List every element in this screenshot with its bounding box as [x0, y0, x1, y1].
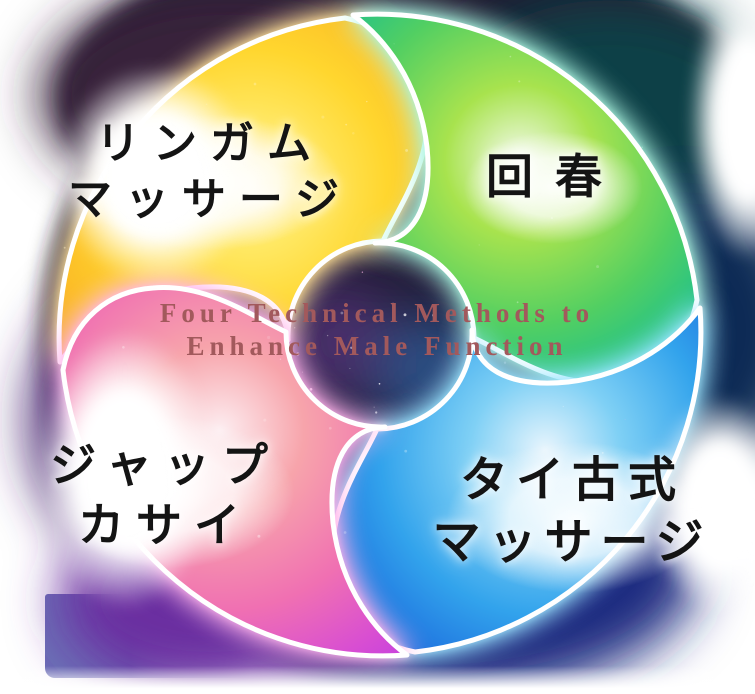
halo-kaishun [438, 115, 668, 260]
label-line: 回春 [486, 152, 624, 204]
halo-japkasai [10, 395, 330, 590]
label-line: タイ古式 [459, 454, 684, 507]
center-title-line2: Enhance Male Function [186, 330, 568, 361]
label-line: マッサージ [67, 175, 353, 225]
center-title: Four Technical Methods to Enhance Male F… [77, 297, 677, 363]
halo-thai [410, 420, 740, 615]
label-jap-kasai: ジャップ カサイ [0, 436, 330, 556]
label-line: ジャップ [50, 440, 280, 491]
center-title-line1: Four Technical Methods to [159, 298, 595, 328]
halo-lingam [40, 95, 380, 270]
bottom-fade [0, 666, 755, 694]
center-hole-purple [280, 284, 396, 400]
label-kaishun: 回春 [440, 150, 670, 206]
label-lingam-massage: リンガム マッサージ [25, 116, 395, 229]
label-thai-massage: タイ古式 マッサージ [402, 450, 742, 575]
label-line: マッサージ [432, 516, 712, 570]
label-line: カサイ [78, 499, 252, 551]
label-line: リンガム [96, 119, 324, 168]
